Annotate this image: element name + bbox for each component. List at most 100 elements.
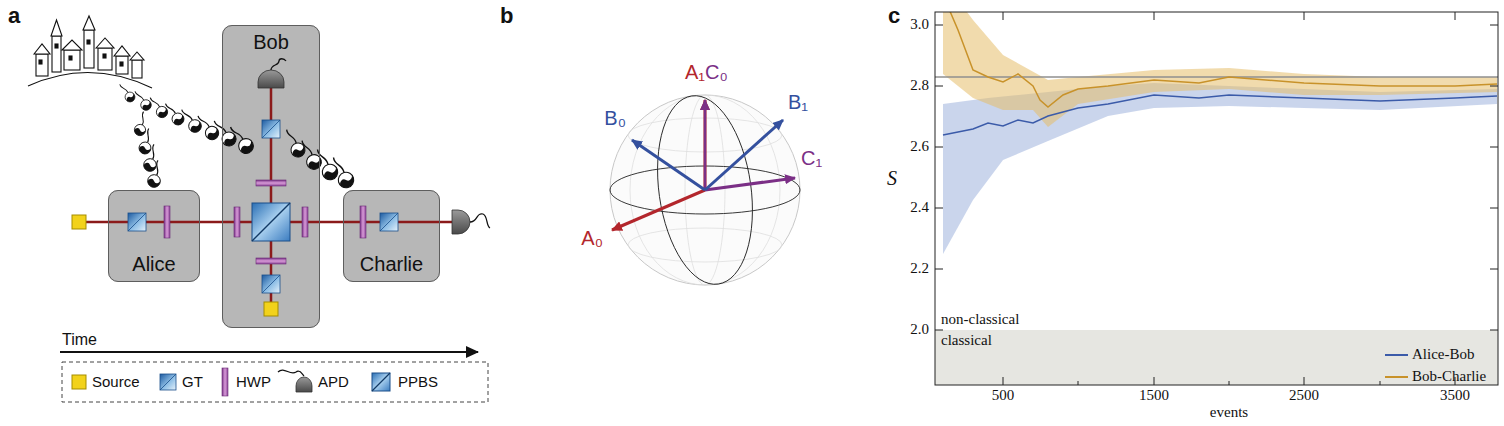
axis-ticks: [1490, 86, 1498, 87]
town-sketch: [34, 44, 50, 54]
town-sketch: [120, 62, 123, 66]
station-label: Alice: [132, 253, 175, 275]
glan-taylor-prism: [262, 120, 280, 138]
tsirelson-line: [935, 76, 1498, 78]
axis-ticks: [1154, 12, 1155, 20]
axis-ticks: [935, 25, 943, 26]
legend-text: APD: [318, 374, 349, 390]
photon-stream: [208, 121, 240, 148]
legend-box: [62, 362, 488, 402]
legend-text: Alice-Bob: [1412, 347, 1474, 363]
axis-ticks: [1490, 330, 1498, 331]
glan-taylor-prism: [128, 213, 146, 231]
town-sketch: [87, 40, 90, 44]
vector-label: B₁: [788, 92, 808, 113]
tick-label: 2.0: [910, 322, 929, 338]
polarizing-beam-splitter: [252, 203, 290, 241]
town-sketch: [51, 20, 62, 36]
photon-stream: [277, 130, 310, 160]
station-label: Bob: [253, 31, 289, 53]
axis-title: S: [887, 168, 897, 189]
photon-stream: [115, 84, 359, 190]
axis-ticks: [1455, 12, 1456, 20]
photon-stream: [307, 150, 343, 183]
time-arrow: [60, 351, 478, 353]
photon-stream: [138, 144, 162, 173]
legend-text: Source: [92, 374, 140, 390]
panel-letter: c: [888, 4, 900, 27]
measurement-vector: [704, 100, 707, 190]
legend-text: GT: [182, 374, 203, 390]
half-wave-plate: [256, 180, 286, 186]
bloch-sphere: [628, 228, 782, 262]
photon-stream: [115, 84, 137, 103]
photon-stream: [323, 158, 359, 191]
town-sketch: [114, 46, 130, 56]
town-sketch: [132, 60, 142, 78]
tick-label: 1500: [1139, 388, 1169, 404]
tick-label: 2.8: [910, 78, 929, 94]
bob-charlie-band: [943, 12, 1497, 127]
axis-ticks: [1304, 12, 1305, 20]
town-sketch: [98, 48, 112, 70]
laser-beam: [86, 88, 452, 302]
town-sketch: [39, 60, 42, 64]
station-fill: [222, 25, 320, 328]
glan-taylor-prism: [262, 275, 280, 293]
bloch-sphere: [610, 90, 800, 291]
legend-text: Bob-Charlie: [1412, 369, 1486, 385]
time-arrow: [60, 352, 478, 353]
glan-taylor-prism: [262, 120, 280, 138]
town-sketch: [84, 30, 94, 68]
axis-ticks: [935, 86, 943, 87]
legend-box: [222, 368, 228, 396]
legend-box: [62, 362, 488, 402]
chart-plot: [935, 0, 1498, 385]
town-sketch: [62, 40, 82, 50]
bob-charlie-curve: [943, 12, 1497, 107]
legend-box: [72, 375, 86, 389]
town-sketch: [69, 56, 72, 60]
panel-letter: b: [500, 4, 513, 27]
legend-text: PPBS: [398, 374, 438, 390]
plot-frame: [935, 12, 1498, 385]
station-label: Charlie: [360, 253, 423, 275]
axis-ticks: [1078, 381, 1079, 385]
tick-label: 2500: [1289, 388, 1319, 404]
vector-label: A₀: [581, 228, 603, 249]
axis-ticks: [1490, 147, 1498, 148]
station-box: Charlie: [343, 190, 440, 282]
alice-bob-curve: [943, 95, 1497, 135]
legend-box: [160, 374, 176, 390]
half-wave-plate: [164, 180, 366, 264]
town-sketch: [36, 54, 48, 76]
measurement-vector: [704, 100, 706, 190]
vector-label: C₀: [705, 62, 728, 83]
bloch-sphere: [610, 95, 800, 285]
laser-beam: [440, 221, 452, 224]
axis-ticks: [1003, 377, 1004, 385]
vector-label: B₀: [604, 108, 626, 129]
tick-label: 2.6: [910, 139, 929, 155]
axis-ticks: [1490, 269, 1498, 270]
half-wave-plate: [360, 206, 366, 238]
axis-ticks: [1003, 12, 1004, 20]
town-sketch: [83, 16, 95, 30]
photon-source: [264, 302, 278, 316]
legend-line: [1385, 354, 1408, 356]
photon-stream: [130, 91, 154, 111]
avalanche-photodiode: [470, 214, 490, 228]
town-sketch: [116, 56, 128, 74]
tick-label: 3500: [1440, 388, 1470, 404]
legend-box: [160, 374, 176, 390]
measurement-vector: [705, 120, 783, 190]
legend-line: [1385, 376, 1408, 378]
town-sketch: [52, 36, 61, 72]
glan-taylor-prism: [380, 213, 398, 231]
photon-stream: [192, 116, 222, 142]
photon-source: [72, 215, 278, 316]
chart-plot: [935, 12, 1498, 254]
